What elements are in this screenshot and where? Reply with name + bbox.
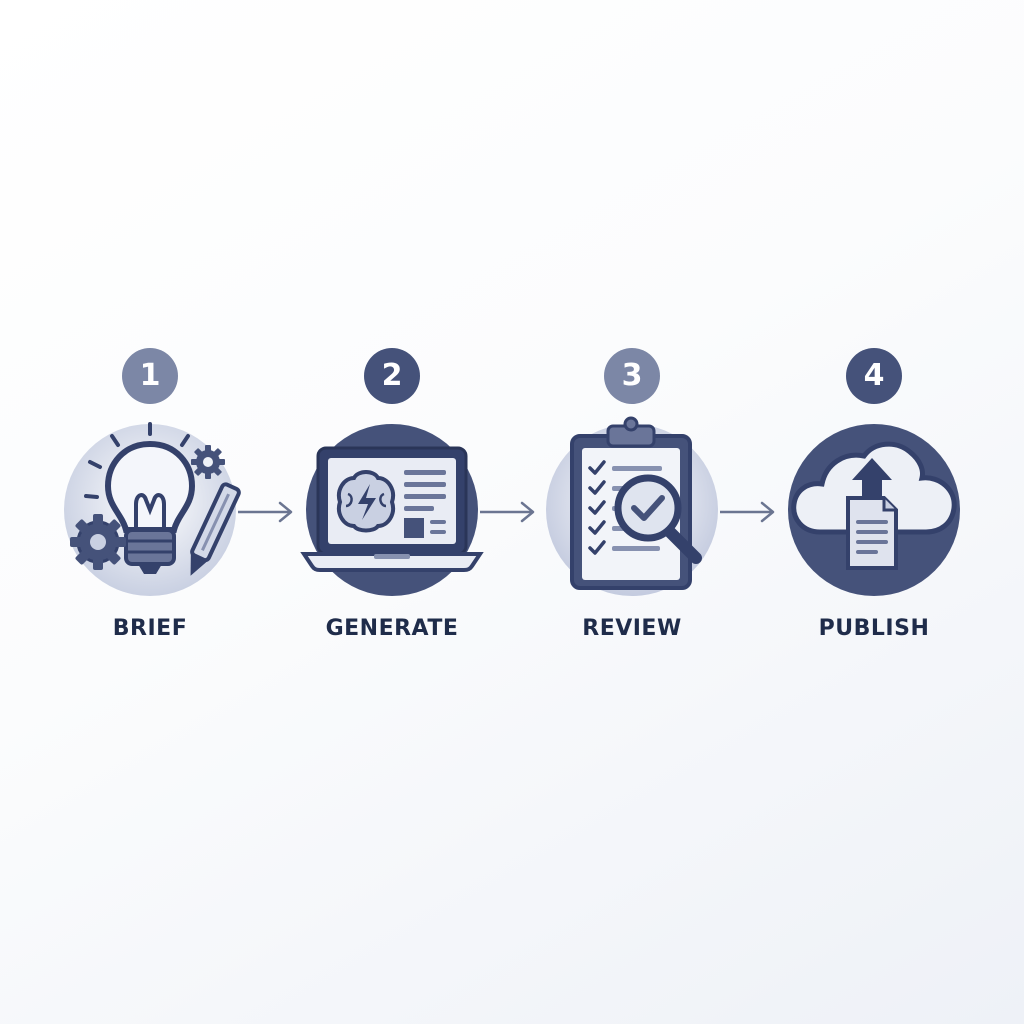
step-label: REVIEW: [582, 616, 682, 641]
step-number-badge: 1: [122, 348, 178, 404]
clipboard-checklist-magnifier-icon: [522, 414, 742, 604]
cloud-upload-document-icon: [764, 414, 984, 604]
step-label: BRIEF: [112, 616, 188, 641]
arrow-right-icon: [236, 500, 296, 524]
step-3: 3: [522, 348, 742, 648]
step-label: GENERATE: [325, 616, 459, 641]
laptop-brain-icon: [282, 414, 502, 604]
arrow-right-icon: [718, 500, 778, 524]
arrow-right-icon: [478, 500, 538, 524]
step-number-badge: 4: [846, 348, 902, 404]
step-4: 4: [764, 348, 984, 648]
step-label: PUBLISH: [818, 616, 930, 641]
step-1: 1: [40, 348, 260, 648]
step-2: 2: [282, 348, 502, 648]
step-number-badge: 2: [364, 348, 420, 404]
step-number-badge: 3: [604, 348, 660, 404]
lightbulb-gears-pen-icon: [40, 414, 260, 604]
